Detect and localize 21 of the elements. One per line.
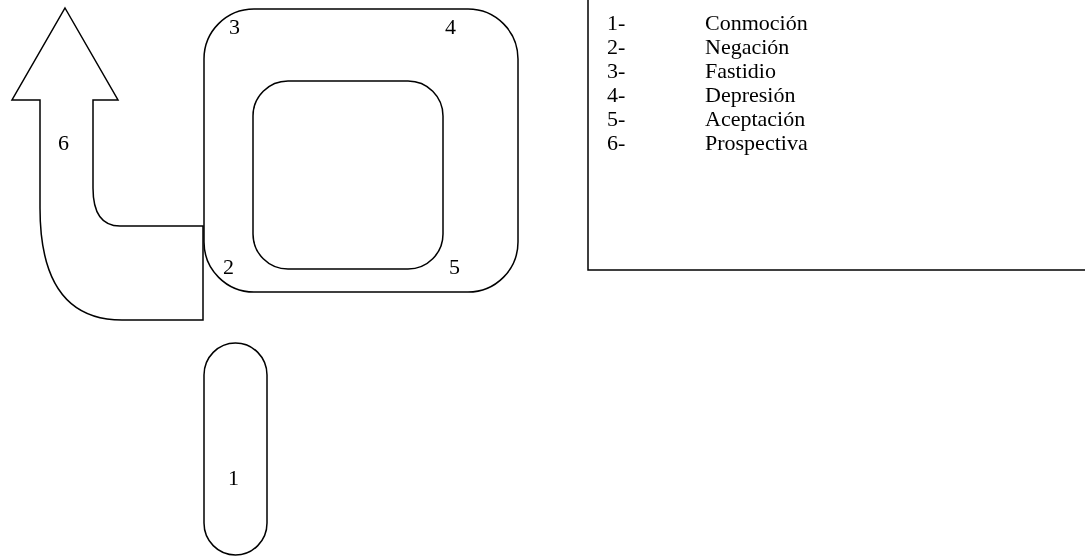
legend-term: Depresión (705, 84, 796, 106)
legend-number: 5- (607, 108, 626, 130)
legend-term: Fastidio (705, 60, 776, 82)
stage-number: 4 (445, 16, 456, 38)
legend-term: Conmoción (705, 12, 808, 34)
legend-term: Negación (705, 36, 790, 58)
legend-term: Prospectiva (705, 132, 808, 154)
legend-number: 3- (607, 60, 626, 82)
legend-number: 1- (607, 12, 626, 34)
stage-number: 2 (223, 256, 234, 278)
stage-number: 6 (58, 132, 69, 154)
legend-number: 2- (607, 36, 626, 58)
stage-number: 1 (228, 467, 239, 489)
legend-term: Aceptación (705, 108, 806, 130)
stage-number: 3 (229, 16, 240, 38)
stage-number: 5 (449, 256, 460, 278)
rounded-square (252, 80, 444, 270)
legend-number: 4- (607, 84, 626, 106)
curved-arrow-shape (11, 7, 204, 321)
legend-box (587, 0, 1085, 271)
legend-number: 6- (607, 132, 626, 154)
